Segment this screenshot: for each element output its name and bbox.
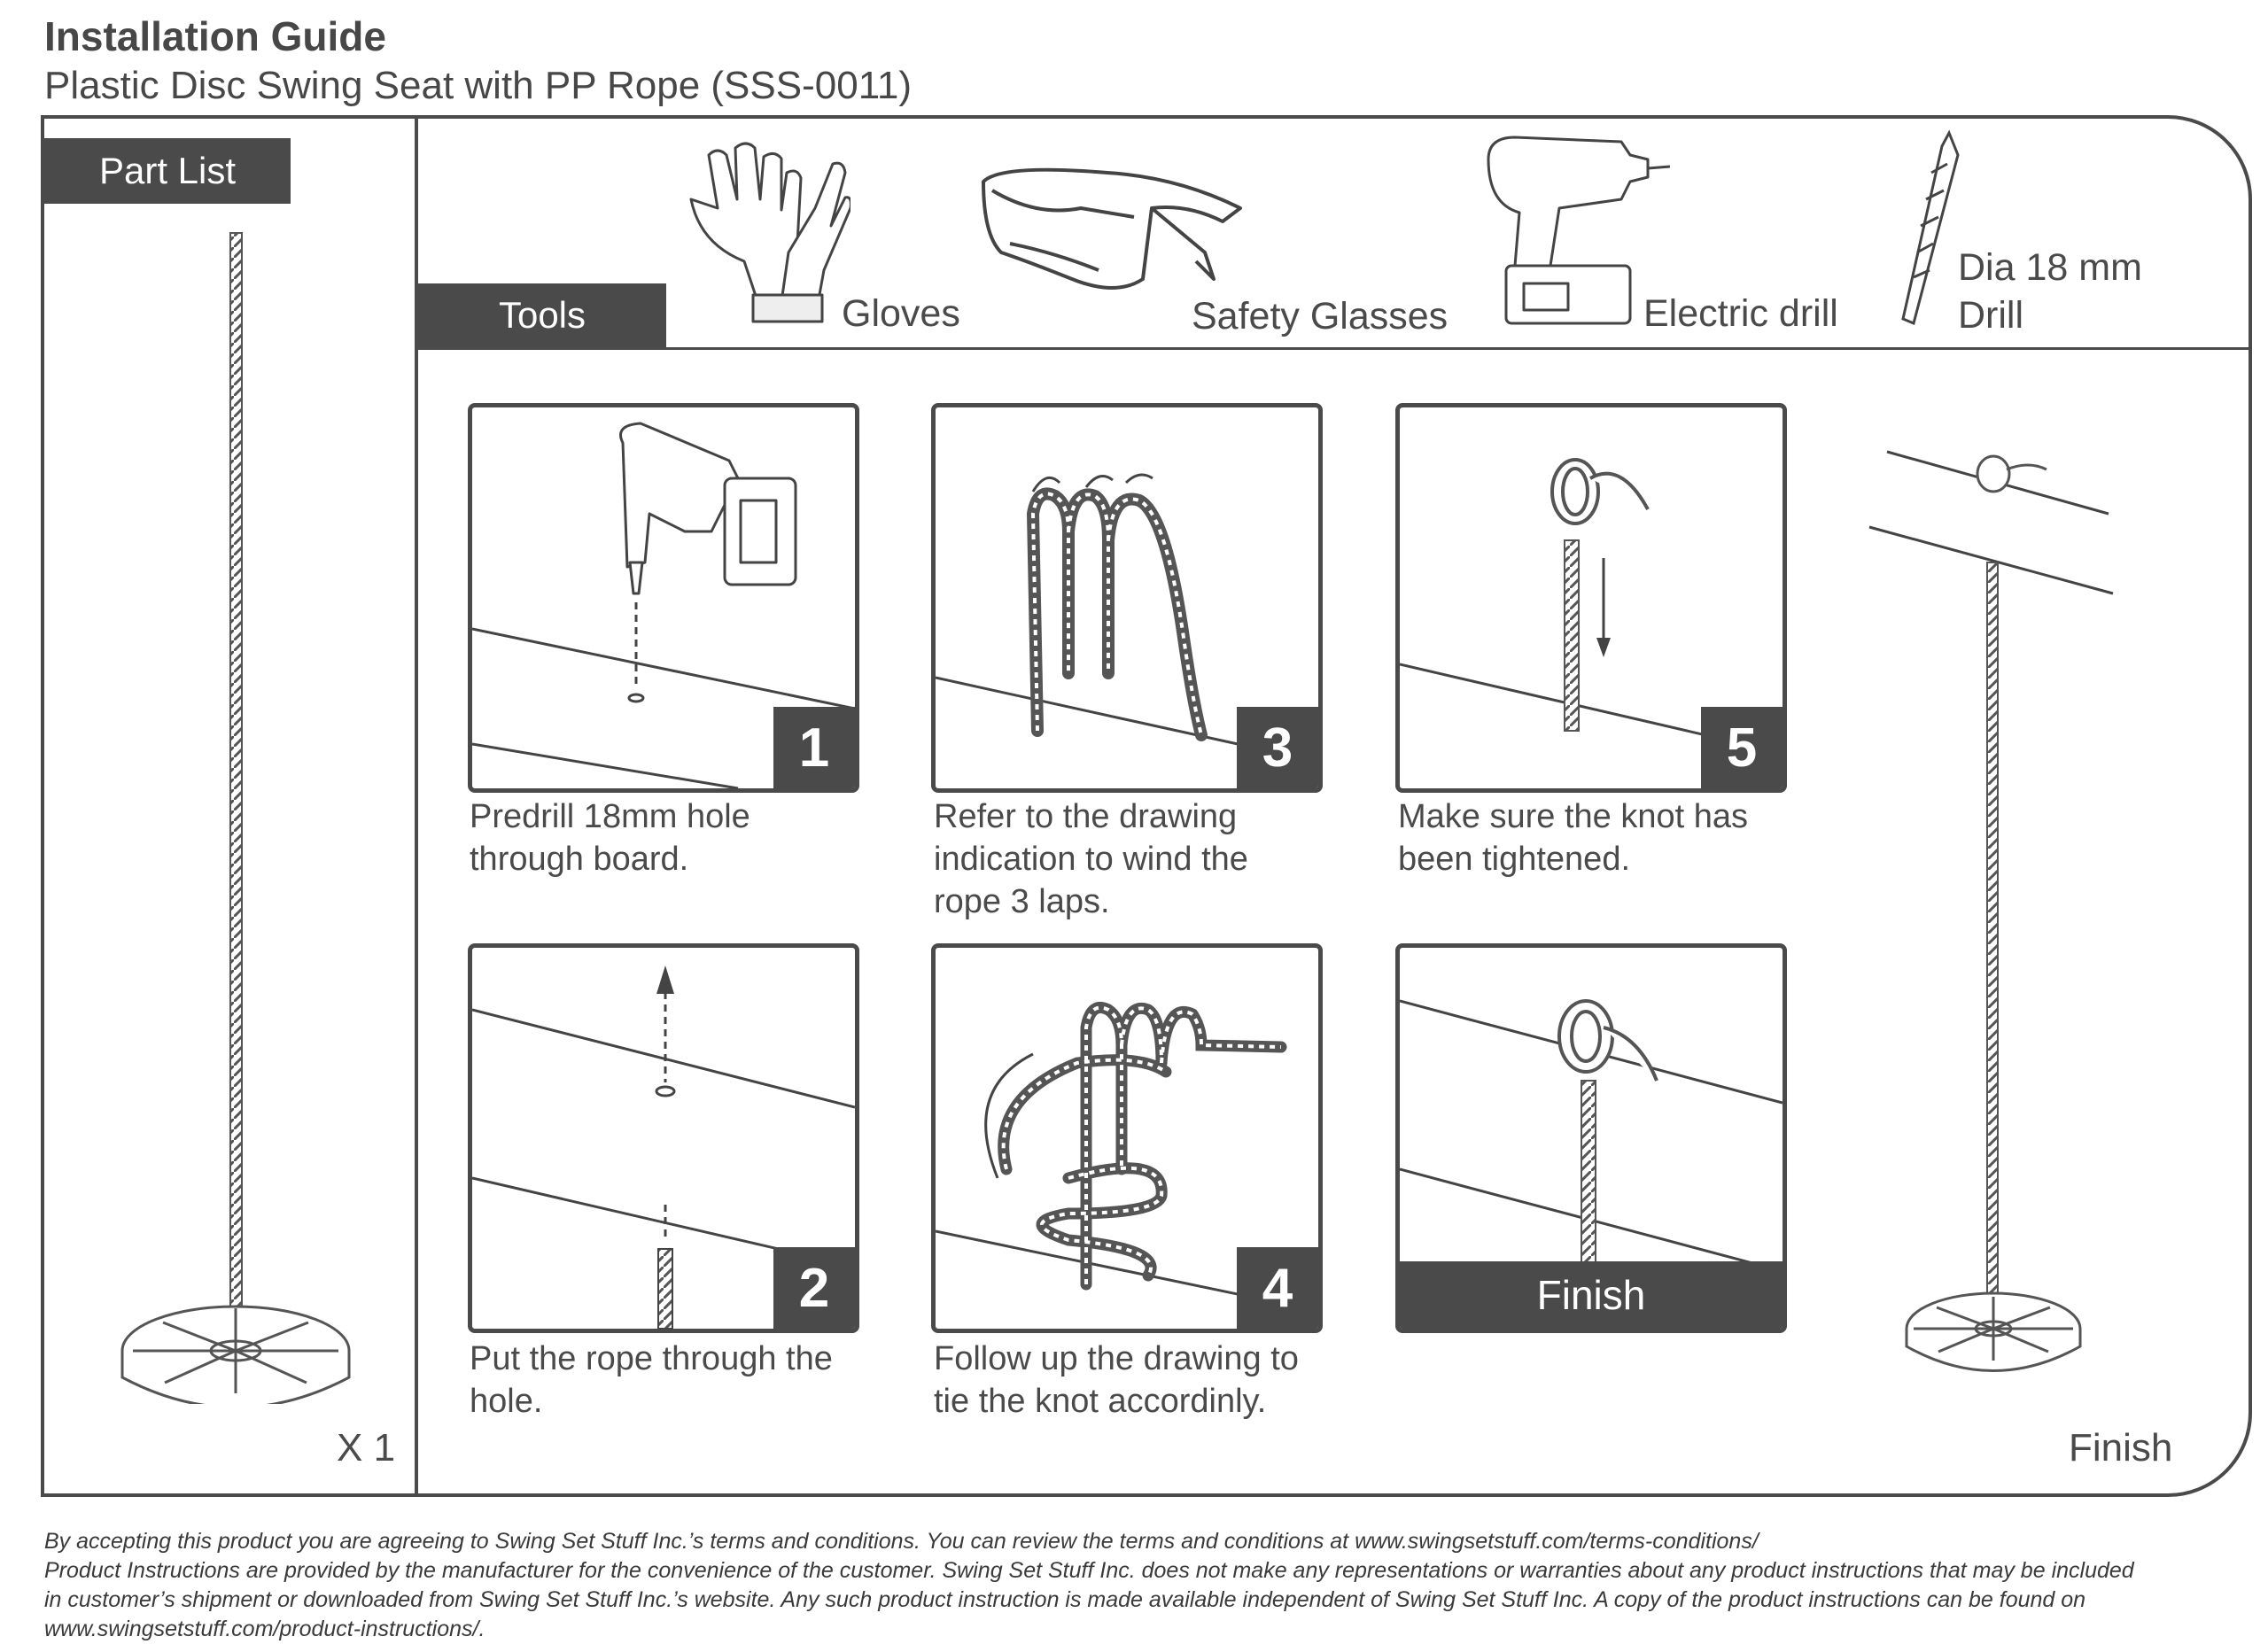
- step-number-badge: 2: [773, 1247, 855, 1329]
- footer-disclaimer-2: in customer’s shipment or downloaded fro…: [44, 1587, 2086, 1612]
- step-2-panel: 2: [468, 943, 859, 1333]
- electric-drill-icon: [1487, 136, 1671, 325]
- step-number-badge: 5: [1701, 707, 1783, 788]
- tool-label-electric-drill: Electric drill: [1643, 292, 1838, 335]
- tool-label-safety-glasses: Safety Glasses: [1192, 295, 1449, 337]
- step-number-badge: 3: [1237, 707, 1318, 788]
- finish-panel: Finish: [1395, 943, 1787, 1333]
- vertical-divider: [415, 119, 418, 1493]
- step-4-caption: Follow up the drawing to tie the knot ac…: [934, 1340, 1299, 1420]
- finish-badge: Finish: [1400, 1261, 1783, 1329]
- part-quantity: X 1: [337, 1426, 396, 1470]
- step-3-panel: 3: [931, 403, 1323, 793]
- finish-illustration: [1400, 999, 1783, 1273]
- step-4-panel: 4: [931, 943, 1323, 1333]
- page-title: Installation Guide: [44, 13, 386, 59]
- step-3-caption: Refer to the drawing indication to wind …: [934, 798, 1248, 920]
- tool-label-gloves: Gloves: [842, 292, 960, 335]
- step-number-badge: 1: [773, 707, 855, 788]
- step-2-caption: Put the rope through the hole.: [470, 1340, 833, 1420]
- drill-bit-icon: [1901, 129, 1960, 326]
- finished-swing-illustration: [1868, 450, 2114, 1372]
- step-3-illustration: [936, 473, 1318, 764]
- step-1-caption: Predrill 18mm hole through board.: [470, 798, 750, 878]
- step-5-panel: 5: [1395, 403, 1787, 793]
- tool-label-drill-bit: Dia 18 mm Drill: [1958, 246, 2142, 337]
- finish-label: Finish: [2069, 1426, 2173, 1470]
- part-list-tag: Part List: [44, 138, 291, 204]
- step-1-illustration: [472, 422, 855, 788]
- footer-disclaimer-1: Product Instructions are provided by the…: [44, 1558, 2134, 1583]
- tools-tag: Tools: [418, 283, 666, 347]
- swing-seat-part-icon: [120, 232, 351, 1404]
- safety-glasses-icon: [982, 167, 1242, 290]
- page-subtitle: Plastic Disc Swing Seat with PP Rope (SS…: [44, 64, 913, 107]
- step-1-panel: 1: [468, 403, 859, 793]
- step-5-caption: Make sure the knot has been tightened.: [1398, 798, 1748, 878]
- gloves-icon: [689, 142, 850, 323]
- footer-disclaimer-3: www.swingsetstuff.com/product-instructio…: [44, 1617, 485, 1641]
- step-number-badge: 4: [1237, 1247, 1318, 1329]
- tools-divider: [418, 347, 2249, 350]
- footer-terms: By accepting this product you are agreei…: [44, 1529, 1759, 1554]
- step-4-illustration: [936, 1002, 1318, 1313]
